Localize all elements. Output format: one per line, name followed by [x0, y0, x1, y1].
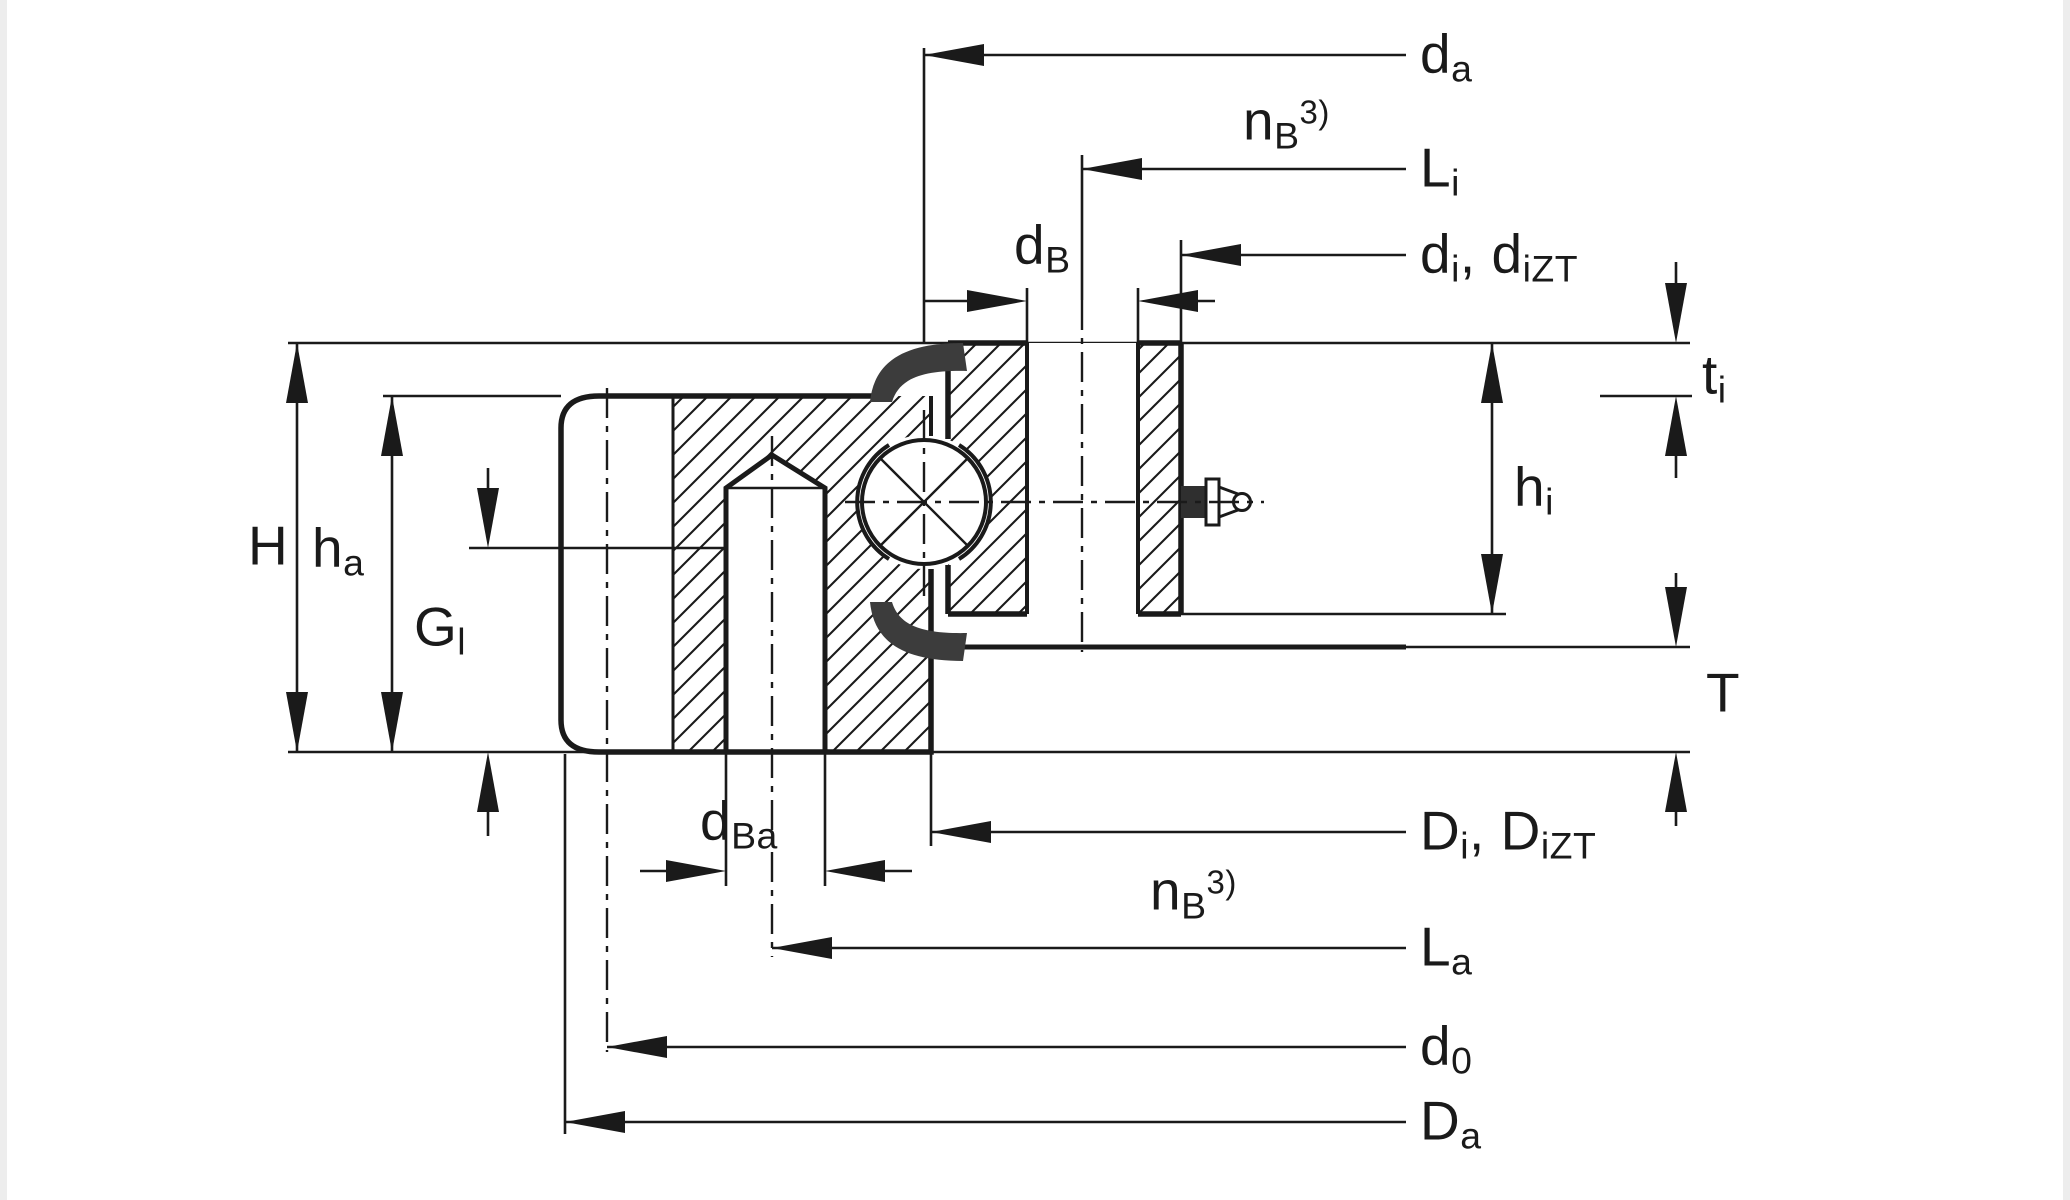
label-t-i: ti [1702, 343, 1727, 411]
centerlines [605, 300, 1264, 1052]
label-d-0: d0 [1420, 1014, 1473, 1082]
inner-ring-outline [945, 340, 1184, 617]
label-g-l: Gl [414, 595, 467, 663]
label-n-b-top: nB3) [1243, 89, 1330, 157]
label-d-i-cap-d-izt: Di, DiZT [1420, 799, 1597, 867]
label-d-a-cap: Da [1420, 1089, 1482, 1157]
label-h-a: ha [312, 516, 365, 584]
label-d-i-d-izt: di, diZT [1420, 222, 1579, 290]
label-d-ba: dBa [700, 789, 778, 857]
outer-ring-bolt-hole [726, 455, 825, 752]
label-t-cap: T [1706, 661, 1741, 724]
seal-top [870, 343, 967, 402]
page-gutter-right [2063, 0, 2070, 1200]
dimension-lines [295, 48, 1678, 1134]
label-l-a: La [1420, 915, 1473, 983]
inner-hole-walls [1025, 343, 1140, 614]
label-h-i: hi [1514, 455, 1554, 523]
dimension-arrowheads [286, 44, 1687, 1133]
seal-bottom [870, 602, 967, 661]
label-h-total: H [248, 514, 289, 577]
page-gutter-left [0, 0, 7, 1200]
label-d-b: dB [1014, 213, 1071, 281]
label-d-a-lower: da [1420, 22, 1473, 90]
label-n-b-bottom: nB3) [1150, 859, 1237, 927]
label-l-i: Li [1420, 136, 1460, 204]
outer-ring-outline [558, 393, 934, 755]
